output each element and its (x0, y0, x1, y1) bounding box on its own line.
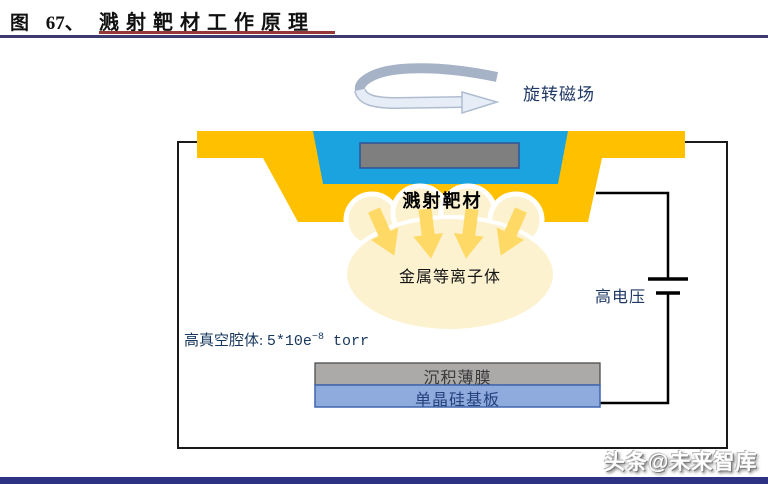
figure-title: 溅射靶材工作原理 (99, 12, 315, 34)
battery-icon (648, 277, 688, 295)
sputtering-target-label: 溅射靶材 (402, 191, 483, 211)
deposited-film-label: 沉积薄膜 (423, 370, 492, 387)
bottom-bar (0, 477, 768, 484)
vacuum-pressure-exponent: −8 (311, 332, 324, 343)
circuit-wire-bottom (600, 293, 670, 405)
silicon-substrate-rect (314, 384, 601, 408)
title-red-underline (99, 31, 335, 34)
plasma-arrow-icon (368, 207, 399, 256)
watermark: 头条@未来智库 (604, 451, 758, 474)
high-voltage-label: 高电压 (595, 289, 647, 306)
plasma-label: 金属等离子体 (398, 269, 501, 286)
rotating-field-arrow-icon (354, 63, 500, 115)
plasma-arrow-icon (453, 208, 484, 259)
title-divider-rule (0, 35, 768, 38)
plasma-arrow-icon (413, 208, 444, 259)
silicon-substrate-label: 单晶硅基板 (414, 392, 500, 409)
vacuum-pressure-label: 高真空腔体: 5*10e−8 torr (184, 329, 369, 350)
figure-number-label: 图 67、 (10, 13, 84, 34)
plasma-arrow-icon (496, 207, 527, 256)
circuit-wire-top (596, 191, 670, 279)
vacuum-pressure-unit: torr (323, 333, 369, 350)
vacuum-pressure-prefix: 高真空腔体: (184, 333, 267, 349)
vacuum-pressure-value: 5*10e (266, 333, 312, 350)
rotating-field-label: 旋转磁场 (523, 85, 595, 104)
sputtering-target-shape (359, 142, 520, 169)
